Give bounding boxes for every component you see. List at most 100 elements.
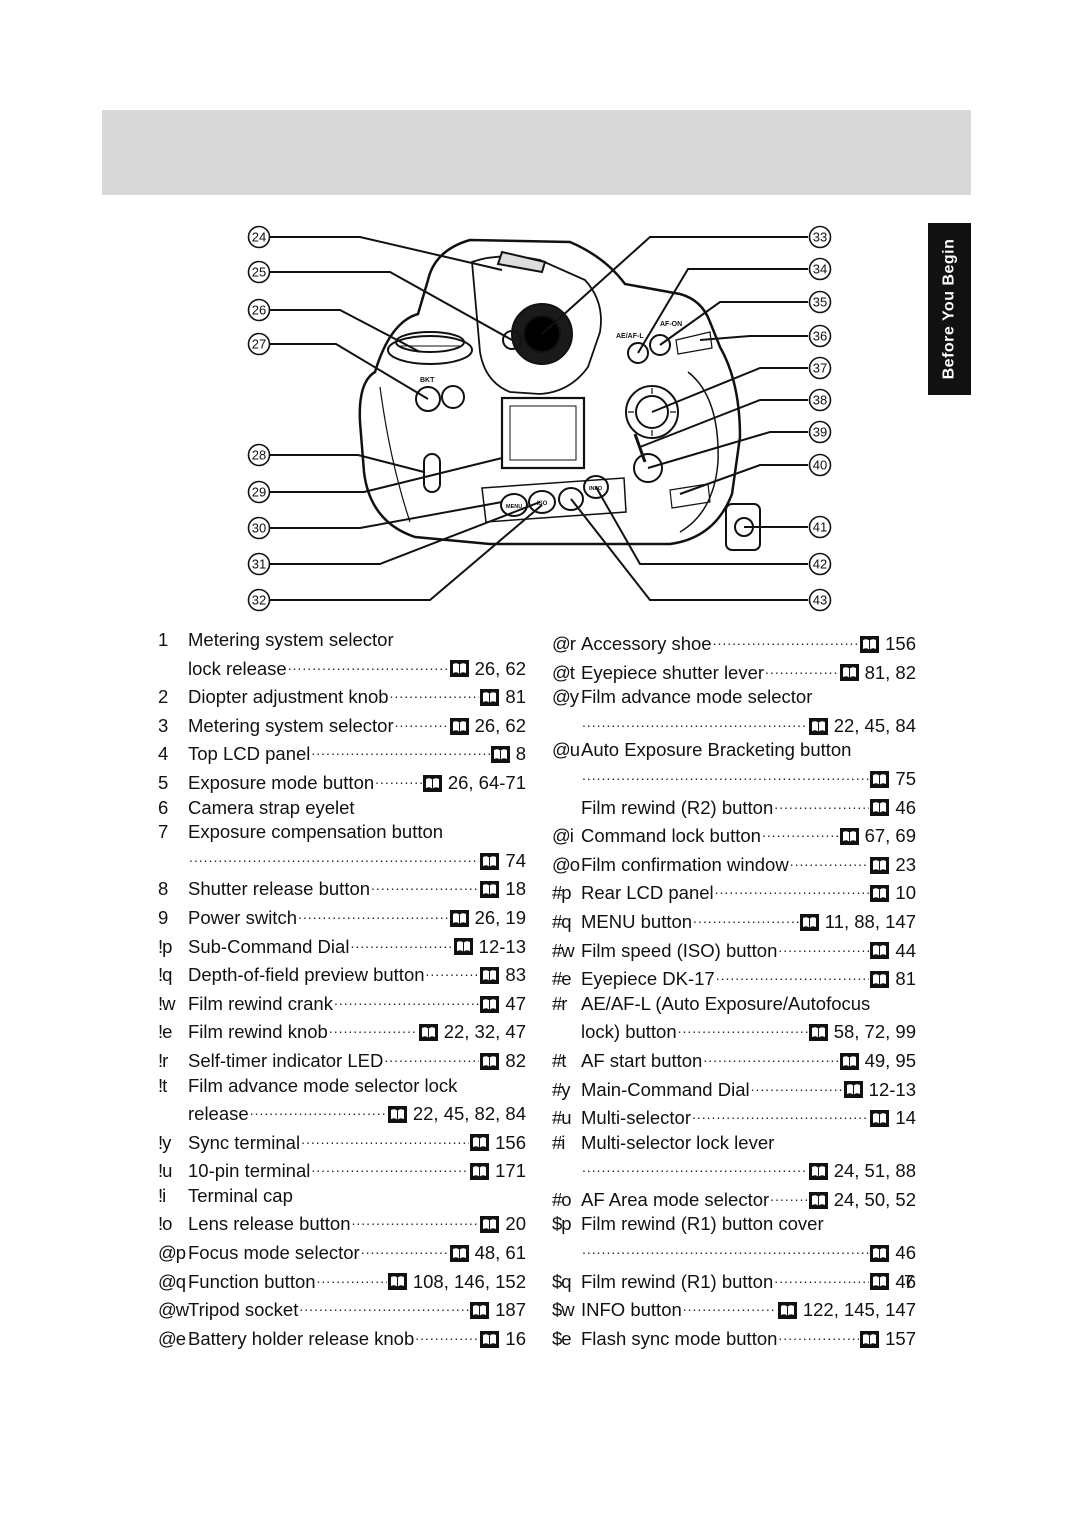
page-reference-icon [870, 885, 890, 903]
header-band [102, 110, 971, 195]
callout-41-circle [808, 515, 832, 539]
item-number: !r [158, 1049, 168, 1071]
callout-43: 43 [813, 593, 827, 608]
callout-35: 35 [813, 295, 827, 310]
page-reference-icon [839, 664, 859, 682]
item-number: @t [552, 661, 575, 683]
item-number: 9 [158, 906, 168, 928]
item-number: 4 [158, 743, 168, 765]
page-ref: 47 [505, 992, 526, 1014]
item-number: @q [158, 1270, 186, 1292]
item-label: Eyepiece shutter lever [581, 661, 765, 683]
item-number: 5 [158, 771, 168, 793]
page-reference-icon [839, 827, 859, 845]
page-ref: 22, 45, 82, 84 [412, 1103, 526, 1125]
page-ref: 49, 95 [864, 1049, 916, 1071]
page-ref: 11, 88, 147 [824, 910, 916, 932]
item-label: Sub-Command Dial [188, 935, 350, 957]
item-label: Film confirmation window [581, 853, 789, 875]
page-ref: 12-13 [478, 935, 526, 957]
item-number: $e [552, 1327, 572, 1349]
callout-36-circle [808, 324, 832, 348]
item-number: 6 [158, 796, 168, 818]
item-label: Exposure compensation button [188, 821, 444, 843]
item-number: !w [158, 992, 176, 1014]
item-label: Lens release button [188, 1213, 351, 1235]
item-number: @u [552, 739, 580, 761]
item-number: $p [552, 1213, 572, 1235]
callout-38-circle [808, 388, 832, 412]
page-ref: 48, 61 [474, 1242, 526, 1264]
item-label: Shutter release button [188, 878, 371, 900]
page-reference-icon [808, 1163, 828, 1181]
page-ref: 187 [495, 1299, 526, 1321]
item-number: #y [552, 1078, 571, 1100]
menu-label: MENU [506, 504, 522, 510]
page-reference-icon [480, 1216, 500, 1234]
callout-32: 32 [252, 593, 266, 608]
callout-37: 37 [813, 361, 827, 376]
item-label: Self-timer indicator LED [188, 1049, 384, 1071]
item-label: Tripod socket [188, 1299, 299, 1321]
page-reference-icon [808, 1024, 828, 1042]
item-number: $w [552, 1299, 575, 1321]
callout-25-circle [247, 260, 271, 284]
item-label: Eyepiece DK-17 [581, 968, 715, 990]
item-label: AF start button [581, 1049, 703, 1071]
page-reference-icon [470, 1302, 490, 1320]
page-reference-icon [422, 774, 442, 792]
page-ref: 122, 145, 147 [802, 1299, 916, 1321]
item-label: Function button [188, 1270, 316, 1292]
callout-29-circle [247, 480, 271, 504]
page-reference-icon [870, 856, 890, 874]
page-ref: 58, 72, 99 [833, 1021, 916, 1043]
page-reference-icon [870, 1244, 890, 1262]
page-reference-icon [480, 852, 500, 870]
page-ref: 12-13 [868, 1078, 916, 1100]
callout-42-circle [808, 552, 832, 576]
item-number: @i [552, 825, 574, 847]
page-reference-icon [870, 1273, 890, 1291]
list-item: Film rewind (R2) button46 [552, 792, 916, 821]
page-reference-icon [480, 881, 500, 899]
callout-32-circle [247, 588, 271, 612]
page-ref: 156 [885, 633, 916, 654]
page-reference-icon [480, 688, 500, 706]
item-label: Rear LCD panel [581, 882, 714, 904]
page-reference-icon [387, 1273, 407, 1291]
page-ref: 44 [895, 939, 916, 961]
item-label: Film rewind (R1) button [581, 1270, 774, 1292]
item-number: 3 [158, 714, 168, 736]
item-label: Sync terminal [188, 1131, 301, 1153]
item-label: MENU button [581, 910, 693, 932]
page-ref: 24, 51, 88 [833, 1160, 916, 1182]
callout-39: 39 [813, 425, 827, 440]
callout-24-circle [247, 225, 271, 249]
item-label: lock release [188, 657, 287, 679]
item-label: AF Area mode selector [581, 1188, 770, 1210]
page-ref: 26, 19 [474, 906, 526, 928]
page-ref: 81 [505, 686, 526, 708]
callout-26: 26 [252, 303, 266, 318]
page-reference-icon [870, 770, 890, 788]
section-tab: Before You Begin [928, 223, 971, 395]
item-label: Film rewind (R2) button [581, 796, 774, 818]
callout-40: 40 [813, 458, 827, 473]
item-label: lock) button [581, 1021, 677, 1043]
page-ref: 22, 32, 47 [443, 1021, 526, 1043]
item-number: !e [158, 1021, 172, 1043]
